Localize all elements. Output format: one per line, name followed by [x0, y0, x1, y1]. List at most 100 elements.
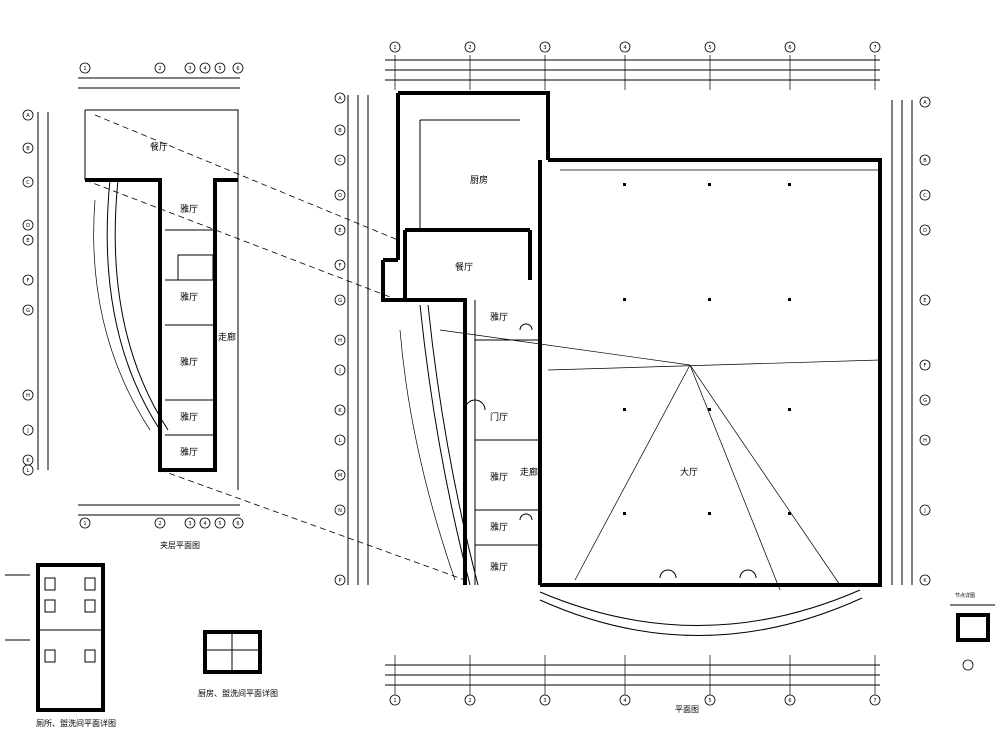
small-detail-title: 厨房、盥洗间平面详图	[198, 688, 278, 698]
grid-left-L-label: L	[339, 438, 342, 444]
grid-left-H-bubble	[334, 334, 346, 346]
grid-mezz-side-B-bubble	[22, 142, 34, 154]
grid-mezz-side-J-bubble	[22, 424, 34, 436]
room-private-2: 雅厅	[490, 471, 508, 483]
grid-mezz-side-H-label: H	[26, 393, 30, 399]
grid-right-A-label: A	[923, 100, 927, 106]
grid-left-D-bubble	[334, 189, 346, 201]
grid-bottom-2-bubble	[464, 694, 476, 706]
grid-bottom-6-bubble	[784, 694, 796, 706]
grid-mezz-bottom-2-label: 2	[158, 521, 161, 527]
grid-top-4-label: 4	[623, 45, 626, 51]
grid-top-3-bubble	[539, 41, 551, 53]
grid-mezz-side-D-bubble	[22, 219, 34, 231]
grid-top-6-bubble	[784, 41, 796, 53]
grid-right-H-bubble	[919, 434, 931, 446]
main-plan: 厨房 餐厅 大厅 门厅 走廊 雅厅 雅厅 雅厅 雅厅 平面图	[347, 55, 913, 714]
grid-mezz-bottom-3-label: 3	[188, 521, 191, 527]
grid-left-G-bubble	[334, 294, 346, 306]
mezzanine-plan: 餐厅 走廊 雅厅 雅厅 雅厅 雅厅 雅厅 夹层平面图	[37, 77, 240, 550]
grid-right-H-label: H	[923, 438, 927, 444]
grid-bottom-4-bubble	[619, 694, 631, 706]
grid-bottom-5-bubble	[704, 694, 716, 706]
grid-left-B-bubble	[334, 124, 346, 136]
room-corridor: 走廊	[520, 466, 538, 478]
grid-right-A-bubble	[919, 96, 931, 108]
grid-left-C-bubble	[334, 154, 346, 166]
grid-right-J-label: J	[923, 508, 925, 514]
grid-bottom-4-label: 4	[623, 698, 626, 704]
grid-left-F-label: F	[339, 263, 342, 269]
left-room-dining: 餐厅	[150, 141, 168, 153]
grid-right-G-bubble	[919, 394, 931, 406]
grid-mezz-side-D-label: D	[26, 223, 30, 229]
grid-top-1-bubble	[389, 41, 401, 53]
grid-mezz-side-G-label: G	[26, 308, 30, 314]
grid-mezz-side-L-label: L	[27, 468, 30, 474]
grid-mezz-bottom-2-bubble	[154, 517, 166, 529]
grid-mezz-top-2-bubble	[154, 62, 166, 74]
grid-right-E-label: E	[923, 298, 926, 304]
left-room-private-1: 雅厅	[180, 203, 198, 215]
grid-mezz-top-5-label: 5	[218, 66, 221, 72]
room-private-4: 雅厅	[490, 561, 508, 573]
grid-right-J-bubble	[919, 504, 931, 516]
grid-mezz-side-K-label: K	[26, 458, 30, 464]
grid-left-A-bubble	[334, 92, 346, 104]
grid-bottom-6-label: 6	[788, 698, 791, 704]
grid-bottom-1-label: 1	[393, 698, 396, 704]
node-detail: 节点详图	[950, 592, 995, 671]
grid-mezz-side-B-label: B	[26, 146, 30, 152]
room-lobby: 门厅	[490, 411, 508, 423]
grid-left-K-bubble	[334, 404, 346, 416]
grid-left-N-label: N	[338, 508, 342, 514]
room-private-3: 雅厅	[490, 521, 508, 533]
grid-left-K-label: K	[338, 408, 342, 414]
grid-mezz-bottom-5-label: 5	[218, 521, 221, 527]
grid-right-C-bubble	[919, 189, 931, 201]
grid-mezz-side-E-bubble	[22, 234, 34, 246]
grid-right-C-label: C	[923, 193, 927, 199]
grid-mezz-top-3-bubble	[184, 62, 196, 74]
grid-mezz-side-F-bubble	[22, 274, 34, 286]
right-dimensions	[891, 100, 913, 585]
grid-mezz-bottom-4-bubble	[199, 517, 211, 529]
toilet-detail-title: 厕所、盥洗间平面详图	[36, 718, 116, 728]
grid-right-D-label: D	[923, 228, 927, 234]
grid-top-6-label: 6	[788, 45, 791, 51]
grid-top-3-label: 3	[543, 45, 546, 51]
left-dimensions	[347, 95, 369, 585]
grid-mezz-top-4-bubble	[199, 62, 211, 74]
grid-top-7-label: 7	[873, 45, 876, 51]
room-dining-hall: 餐厅	[455, 261, 473, 273]
grid-left-N-bubble	[334, 504, 346, 516]
grid-bottom-7-label: 7	[873, 698, 876, 704]
grid-mezz-side-E-label: E	[26, 238, 29, 244]
left-room-private-4: 雅厅	[180, 446, 198, 458]
left-room-private-large: 雅厅	[180, 356, 198, 368]
grid-mezz-top-4-label: 4	[203, 66, 206, 72]
grid-mezz-side-A-label: A	[26, 113, 30, 119]
grid-mezz-top-6-label: 6	[236, 66, 239, 72]
grid-left-M-label: M	[338, 473, 342, 479]
grid-right-B-bubble	[919, 154, 931, 166]
grid-left-D-label: D	[338, 193, 342, 199]
grid-left-P-bubble	[334, 574, 346, 586]
main-plan-title: 平面图	[675, 705, 699, 714]
grid-right-E-bubble	[919, 294, 931, 306]
grid-top-4-bubble	[619, 41, 631, 53]
wiring-lines	[439, 169, 881, 591]
grid-mezz-top-1-bubble	[79, 62, 91, 74]
grid-left-M-bubble	[334, 469, 346, 481]
grid-left-C-label: C	[338, 158, 342, 164]
grid-mezz-top-5-bubble	[214, 62, 226, 74]
grid-mezz-side-C-label: C	[26, 180, 30, 186]
exterior-walls	[381, 91, 882, 587]
grid-bottom-2-label: 2	[468, 698, 471, 704]
grid-top-5-label: 5	[708, 45, 711, 51]
grid-mezz-bottom-3-bubble	[184, 517, 196, 529]
grid-mezz-bottom-4-label: 4	[203, 521, 206, 527]
grid-right-K-bubble	[919, 574, 931, 586]
